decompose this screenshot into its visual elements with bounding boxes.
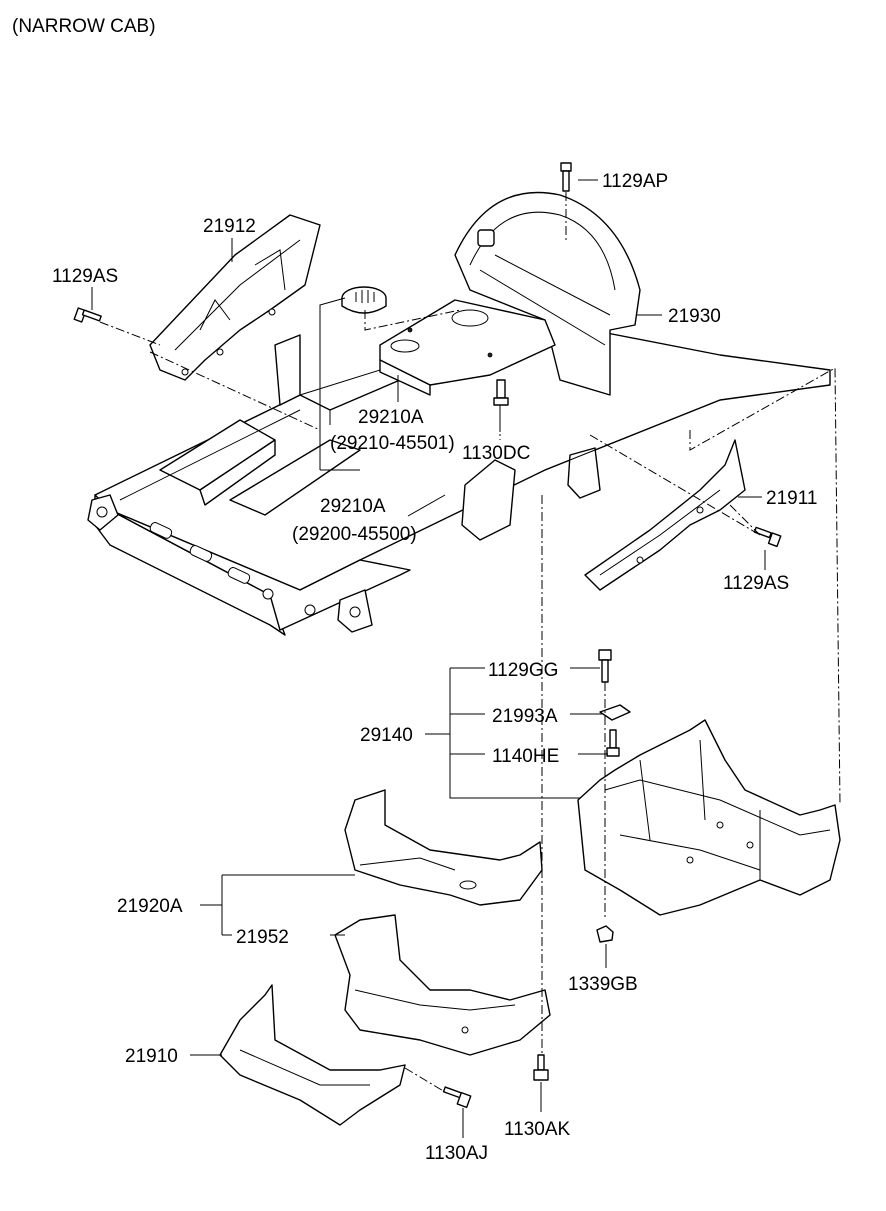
leader-lines [91, 179, 766, 1138]
label-29200-45500: (29200-45500) [292, 524, 417, 545]
bolt-1130AK [533, 1054, 549, 1081]
nut-1339GB [596, 925, 614, 943]
label-21911: 21911 [766, 488, 817, 509]
diagram-header-note: (NARROW CAB) [12, 16, 156, 37]
label-1129AS-left: 1129AS [52, 266, 118, 287]
label-29210-45501: (29210-45501) [330, 433, 455, 454]
part-21930-housing [454, 191, 641, 396]
part-21920A-skid [344, 789, 543, 906]
label-29210A-bottom: 29210A [320, 496, 386, 517]
part-21910-skid [219, 984, 406, 1126]
clip-21993A [599, 704, 631, 721]
part-21952-skid [334, 914, 551, 1056]
part-fuel-cap [341, 286, 387, 314]
label-21993A: 21993A [492, 706, 558, 727]
label-21952: 21952 [236, 927, 289, 948]
part-29210A-cover [379, 299, 556, 396]
label-1130AK: 1130AK [504, 1119, 571, 1140]
bolt-1140HE [606, 729, 620, 757]
bolt-1130AJ [442, 1086, 472, 1109]
label-21910: 21910 [125, 1046, 178, 1067]
bolt-1129AS-right [753, 526, 782, 548]
part-21912-bracket [149, 214, 321, 381]
part-labels: 1129AP 21912 1129AS 21930 29210A (29210-… [52, 171, 817, 1164]
alignment-lines [99, 192, 841, 1093]
label-1129AS-right: 1129AS [723, 573, 789, 594]
label-1140HE: 1140HE [492, 746, 559, 767]
part-29140-guard [577, 719, 841, 916]
label-21930: 21930 [668, 306, 721, 327]
label-1130DC: 1130DC [462, 443, 530, 464]
label-21912: 21912 [203, 216, 256, 237]
label-1339GB: 1339GB [568, 974, 638, 995]
label-1129AP: 1129AP [602, 171, 668, 192]
part-21911-bracket [584, 439, 746, 591]
bolt-1129GG [598, 649, 612, 683]
label-1130AJ: 1130AJ [425, 1143, 488, 1164]
bolt-1130DC [493, 379, 509, 406]
chassis-frame [87, 319, 831, 636]
label-29140: 29140 [360, 725, 413, 746]
bolt-1129AP [560, 162, 572, 192]
label-21920A: 21920A [117, 896, 183, 917]
label-1129GG: 1129GG [488, 660, 558, 681]
bolt-1129AS-left [73, 307, 102, 323]
label-29210A-top: 29210A [358, 407, 424, 428]
